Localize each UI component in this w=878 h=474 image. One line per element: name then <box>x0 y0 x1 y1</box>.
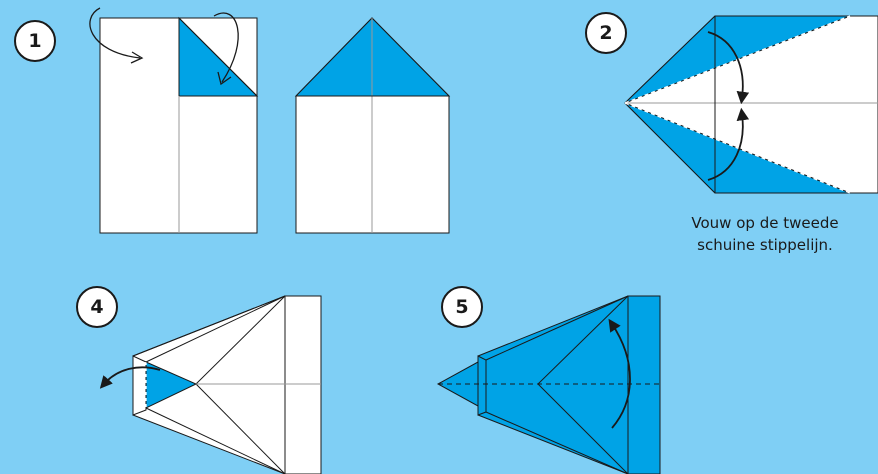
step1-sheet-folding <box>90 8 257 233</box>
step-badge-2: 2 <box>585 12 627 54</box>
step2-caption-line1: Vouw op de tweede <box>600 212 878 234</box>
step4-diagram <box>104 296 321 474</box>
step2-diagram <box>625 16 878 193</box>
step2-caption: Vouw op de tweede schuine stippelijn. <box>600 212 878 256</box>
step-badge-4: 4 <box>76 286 118 328</box>
step2-caption-line2: schuine stippelijn. <box>600 234 878 256</box>
step-badge-5: 5 <box>441 286 483 328</box>
step1-sheet-folded <box>296 18 449 233</box>
step-badge-1: 1 <box>14 20 56 62</box>
